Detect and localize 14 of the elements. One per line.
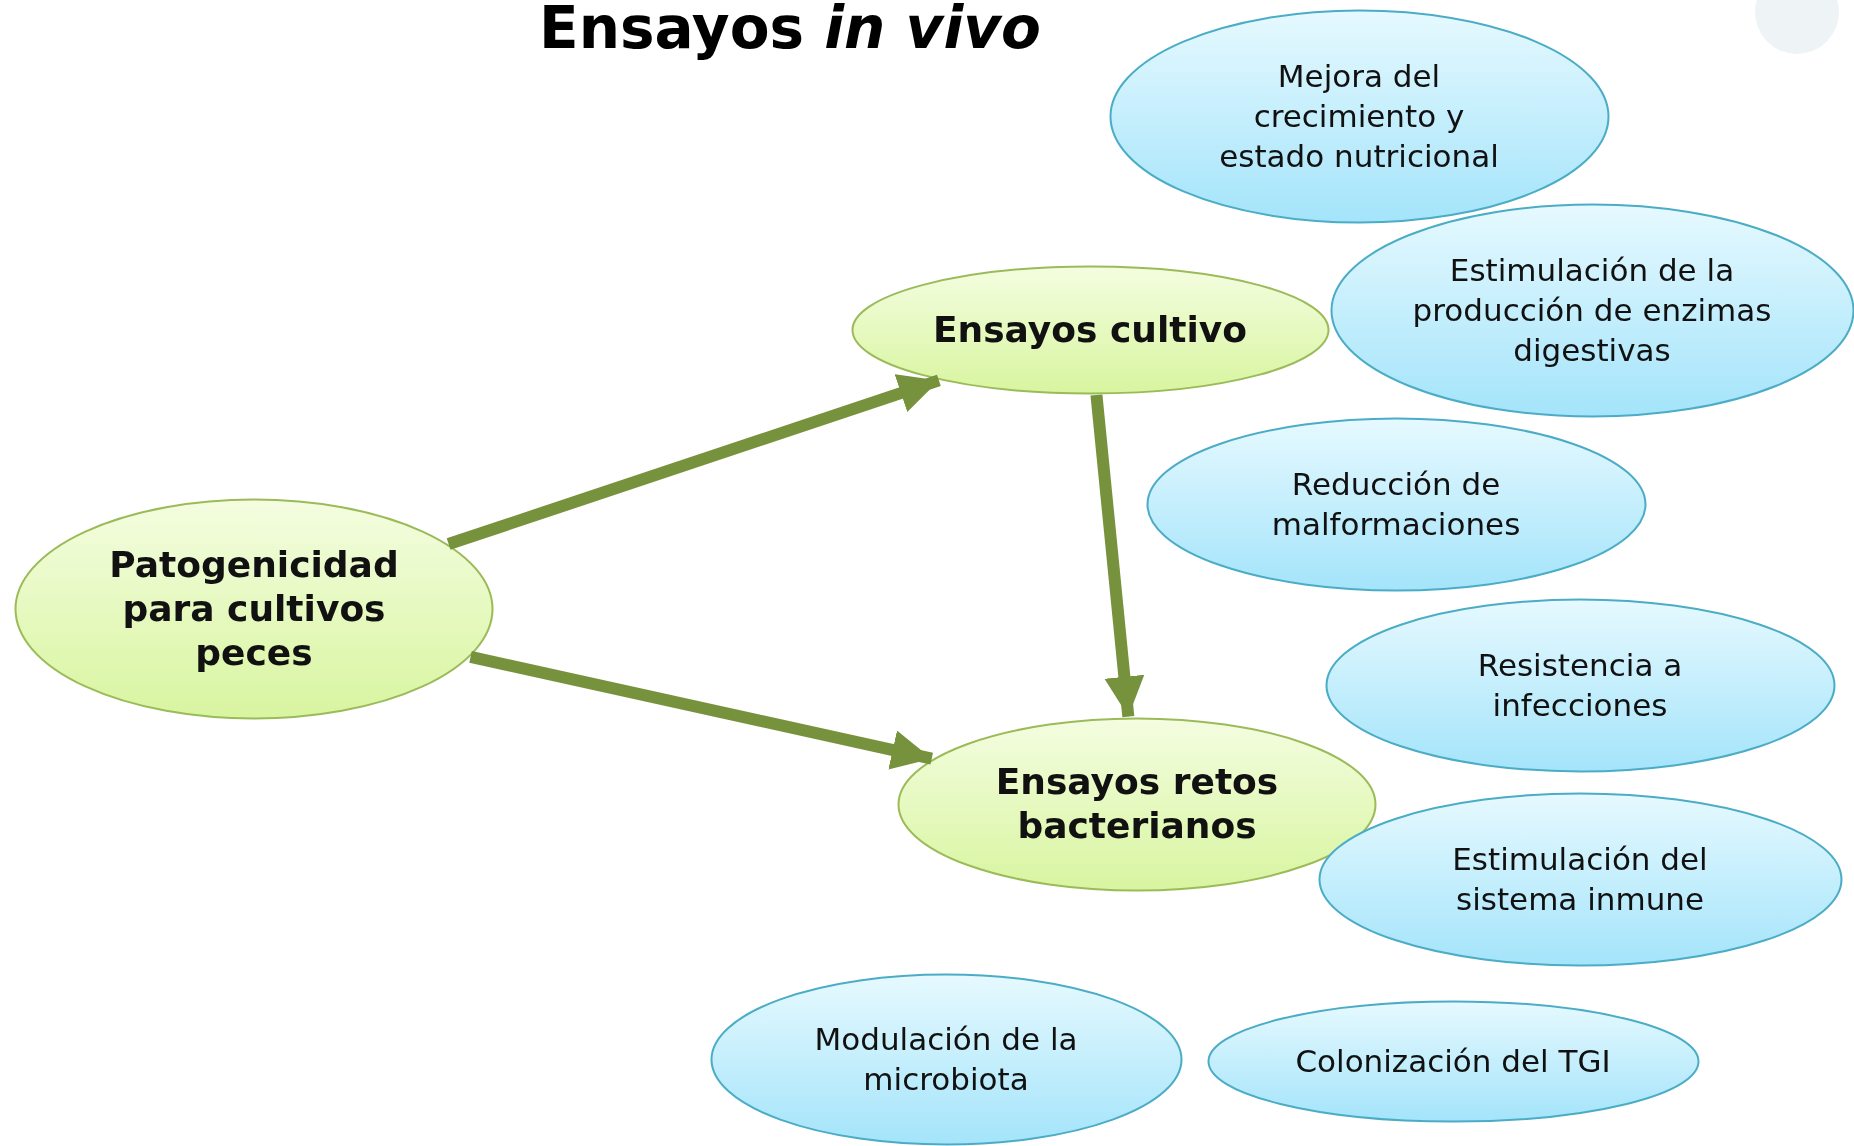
node-label: Modulación de la microbiota [813,1020,1079,1099]
arrow [469,650,934,770]
arrow [1090,394,1145,718]
node-label: Colonización del TGI [1294,1042,1612,1081]
node-label: Estimulación del sistema inmune [1451,840,1709,919]
node-label: Estimulación de la producción de enzimas digestivas [1411,251,1773,370]
arrow [446,374,941,550]
node-label: Ensayos retos bacterianos [994,760,1280,848]
node-label: Resistencia a infecciones [1476,646,1684,725]
node-label: Reducción de malformaciones [1270,465,1522,544]
node-label: Patogenicidad para cultivos peces [108,543,400,675]
title: Ensayos in vivo [538,0,1042,62]
node-label: Mejora del crecimiento y estado nutricional [1218,57,1500,176]
node-label: Ensayos cultivo [931,308,1249,352]
